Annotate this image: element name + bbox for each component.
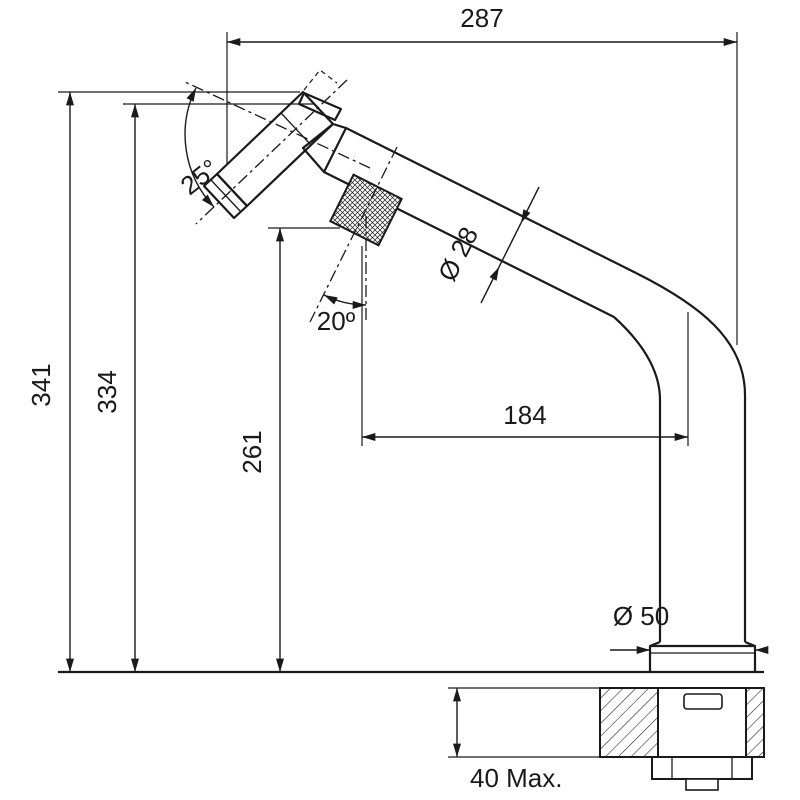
lever-handle	[297, 91, 343, 122]
dimension-total-height: 341	[26, 91, 300, 673]
spout-centerline	[182, 80, 371, 169]
dimension-handle-angle: 20º	[309, 146, 398, 336]
dia-arrow-upper	[520, 186, 540, 224]
label-deck-thickness: 40 Max.	[470, 763, 563, 793]
dimension-overall-width: 287	[226, 3, 738, 345]
faucet-outline	[58, 69, 765, 791]
handle-axis-line	[309, 146, 398, 323]
dimension-spout-diameter: Ø 28	[432, 186, 540, 304]
label-total-height: 341	[26, 363, 56, 406]
body-outer-edge	[635, 272, 747, 642]
dia-cross-line	[498, 222, 522, 268]
dimension-underspout-height: 261	[237, 227, 340, 673]
head-centerline	[195, 79, 348, 225]
head-spout-joint	[301, 122, 348, 174]
label-underspout-height: 261	[237, 430, 267, 473]
dimension-deck-thickness: 40 Max.	[448, 687, 600, 793]
label-spray-angle: 25°	[175, 153, 224, 201]
lever-alt-position	[303, 69, 338, 91]
mounting-nut	[651, 756, 753, 780]
shank-end	[685, 778, 719, 791]
angle-arc	[323, 294, 367, 309]
label-handle-angle: 20º	[317, 306, 356, 336]
label-spout-reach: 184	[503, 400, 546, 430]
dimension-base-diameter: Ø 50	[610, 601, 769, 654]
counter-section	[599, 687, 765, 791]
label-spout-diameter: Ø 28	[432, 222, 484, 286]
label-overall-width: 287	[460, 3, 503, 33]
dia-arrow-lower	[480, 266, 500, 304]
body-inner-edge	[613, 316, 662, 642]
angle-arc	[184, 87, 215, 208]
label-spout-height: 334	[92, 370, 122, 413]
shank-clip	[683, 693, 723, 710]
base-flange	[648, 640, 757, 672]
dimension-spout-height: 334	[92, 103, 313, 673]
label-base-diameter: Ø 50	[613, 601, 669, 631]
threaded-shank	[657, 687, 747, 758]
dimension-spout-reach: 184	[361, 246, 689, 446]
